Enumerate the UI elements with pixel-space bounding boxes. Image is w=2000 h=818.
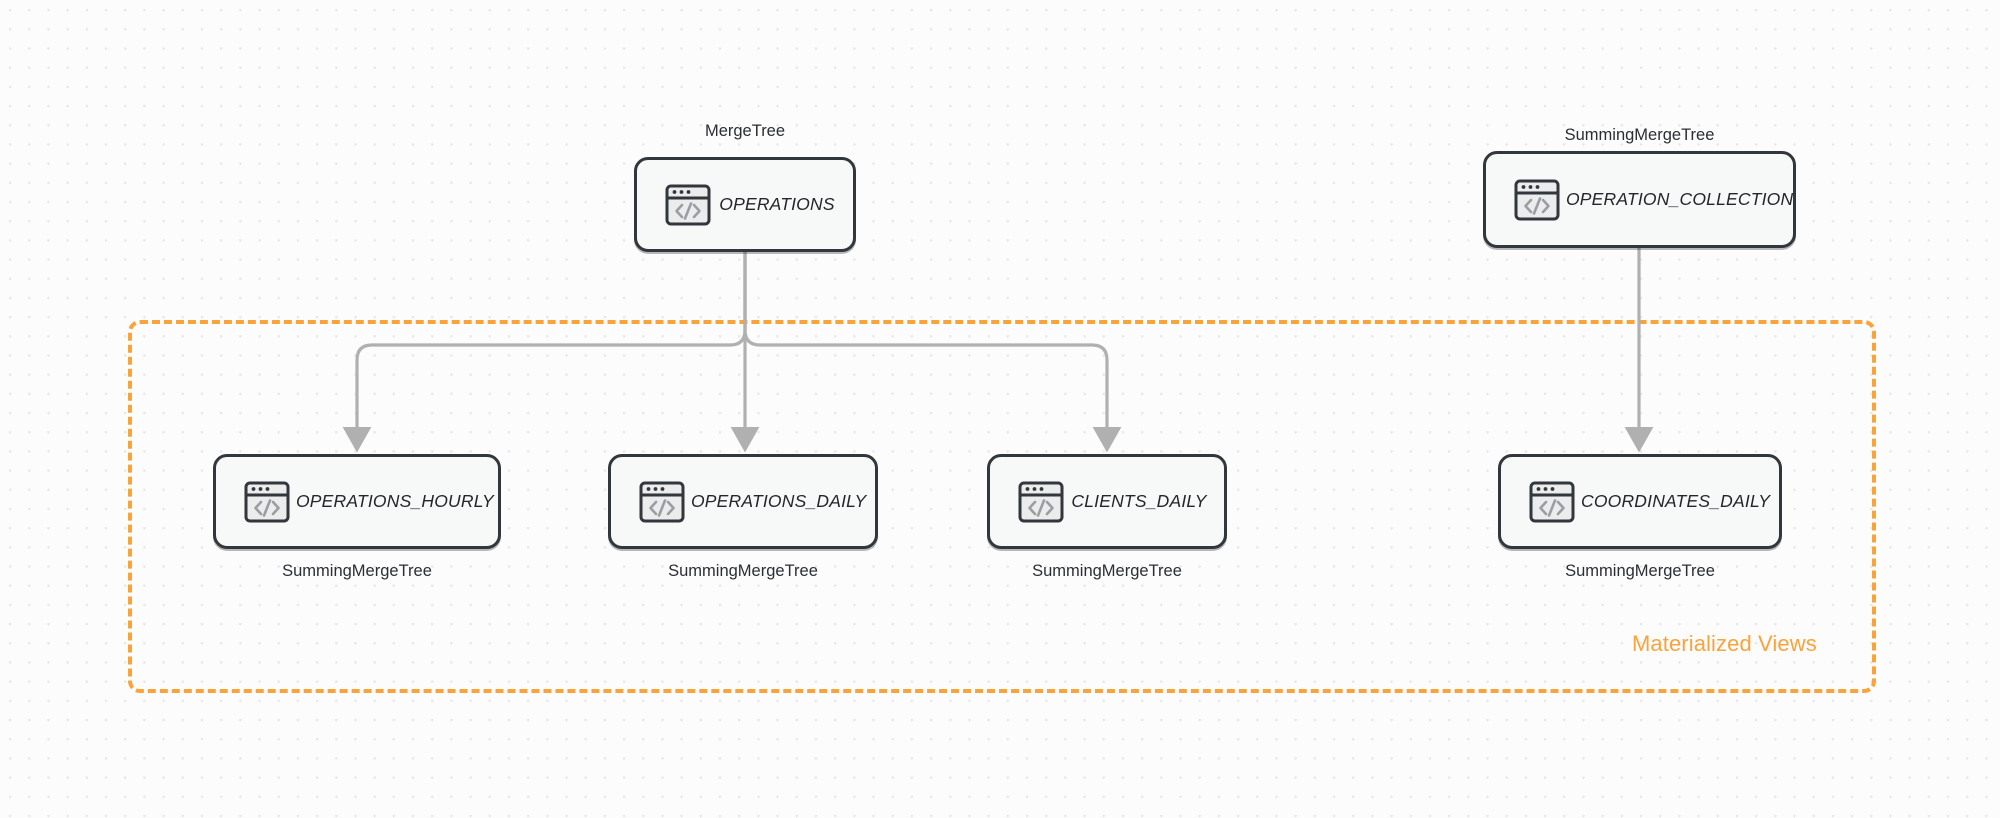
code-window-icon	[244, 481, 290, 523]
node-label: OPERATION_COLLECTION	[1566, 189, 1794, 209]
node-label: CLIENTS_DAILY	[1071, 491, 1207, 511]
node-label: OPERATIONS_DAILY	[691, 491, 867, 511]
node-clients-daily[interactable]: CLIENTS_DAILY	[987, 454, 1227, 549]
node-coordinates-daily[interactable]: COORDINATES_DAILY	[1498, 454, 1782, 549]
node-label: COORDINATES_DAILY	[1581, 491, 1771, 511]
node-operations-daily[interactable]: OPERATIONS_DAILY	[608, 454, 878, 549]
node-label: OPERATIONS_HOURLY	[296, 491, 494, 511]
node-operation-collection[interactable]: OPERATION_COLLECTION	[1483, 151, 1796, 248]
engine-caption-operations-daily: SummingMergeTree	[668, 562, 818, 580]
engine-caption-operations: MergeTree	[704, 122, 786, 140]
engine-caption-operation-collection: SummingMergeTree	[1564, 126, 1715, 144]
engine-caption-coordinates-daily: SummingMergeTree	[1565, 562, 1715, 580]
engine-caption-operations-hourly: SummingMergeTree	[282, 562, 432, 580]
node-operations-hourly[interactable]: OPERATIONS_HOURLY	[213, 454, 501, 549]
materialized-views-group-label: Materialized Views	[1632, 631, 1817, 656]
code-window-icon	[1514, 179, 1560, 221]
node-label: OPERATIONS	[719, 194, 835, 214]
code-window-icon	[639, 481, 685, 523]
code-window-icon	[1018, 481, 1064, 523]
engine-caption-clients-daily: SummingMergeTree	[1032, 562, 1182, 580]
code-window-icon	[665, 184, 711, 226]
code-window-icon	[1529, 481, 1575, 523]
node-operations[interactable]: OPERATIONS	[634, 157, 856, 252]
